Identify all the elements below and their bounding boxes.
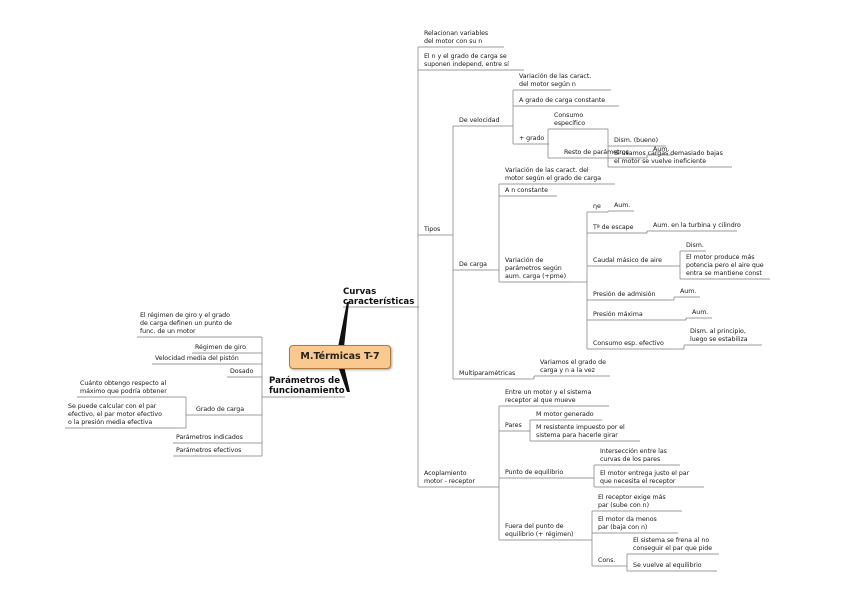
topic-node[interactable]: De velocidad (459, 117, 500, 124)
topic-node[interactable]: Variación de las caract.del motor según … (519, 73, 592, 88)
topic-node[interactable]: Multiparamétricas (459, 370, 516, 377)
topic-node[interactable]: Tª de escape (593, 224, 634, 231)
topic-node[interactable]: Parámetros indicados (176, 434, 243, 441)
topic-node[interactable]: De carga (459, 261, 487, 268)
topic-node[interactable]: Aum. (680, 288, 697, 295)
topic-node[interactable]: Tipos (424, 226, 441, 233)
topic-node[interactable]: Parámetros efectivos (176, 447, 242, 454)
topic-node[interactable]: + grado (519, 135, 545, 142)
topic-node[interactable]: Cons. (598, 557, 616, 564)
topic-node[interactable]: Presión máxima (593, 311, 643, 318)
topic-node[interactable]: Velocidad media del pistón (155, 355, 239, 362)
topic-node[interactable]: A grado de carga constante (519, 97, 606, 104)
topic-node[interactable]: Caudal másico de aire (593, 257, 662, 264)
topic-node[interactable]: Aum. (653, 146, 670, 153)
topic-node[interactable]: Dism. (bueno) (614, 137, 658, 144)
topic-node[interactable]: Régimen de giro (195, 344, 246, 351)
topic-node[interactable]: M motor generado (536, 411, 594, 418)
topic-node[interactable]: Dism. al principio,luego se estabiliza (690, 328, 748, 343)
topic-node[interactable]: Punto de equilibrio (505, 469, 564, 476)
topic-node[interactable]: Presión de admisión (593, 291, 656, 298)
topic-node[interactable]: Grado de carga (196, 406, 245, 413)
topic-node[interactable]: Resto de parámetros (564, 149, 629, 156)
topic-node[interactable]: Aum. en la turbina y cilindro (653, 222, 741, 229)
topic-node[interactable]: Pares (505, 422, 522, 429)
topic-node[interactable]: ηe (593, 203, 601, 210)
topic-node[interactable]: A n constante (505, 187, 548, 194)
topic-node[interactable]: Aum. (692, 309, 709, 316)
topic-node[interactable]: Aum. (614, 202, 631, 209)
topic-node[interactable]: Se vuelve al equilibrio (633, 562, 702, 569)
topic-node[interactable]: Dism. (686, 242, 704, 249)
topic-node[interactable]: Consumo esp. efectivo (593, 340, 664, 347)
topic-node[interactable]: Dosado (230, 368, 254, 375)
central-topic[interactable]: M.Térmicas T-7 (289, 345, 391, 369)
